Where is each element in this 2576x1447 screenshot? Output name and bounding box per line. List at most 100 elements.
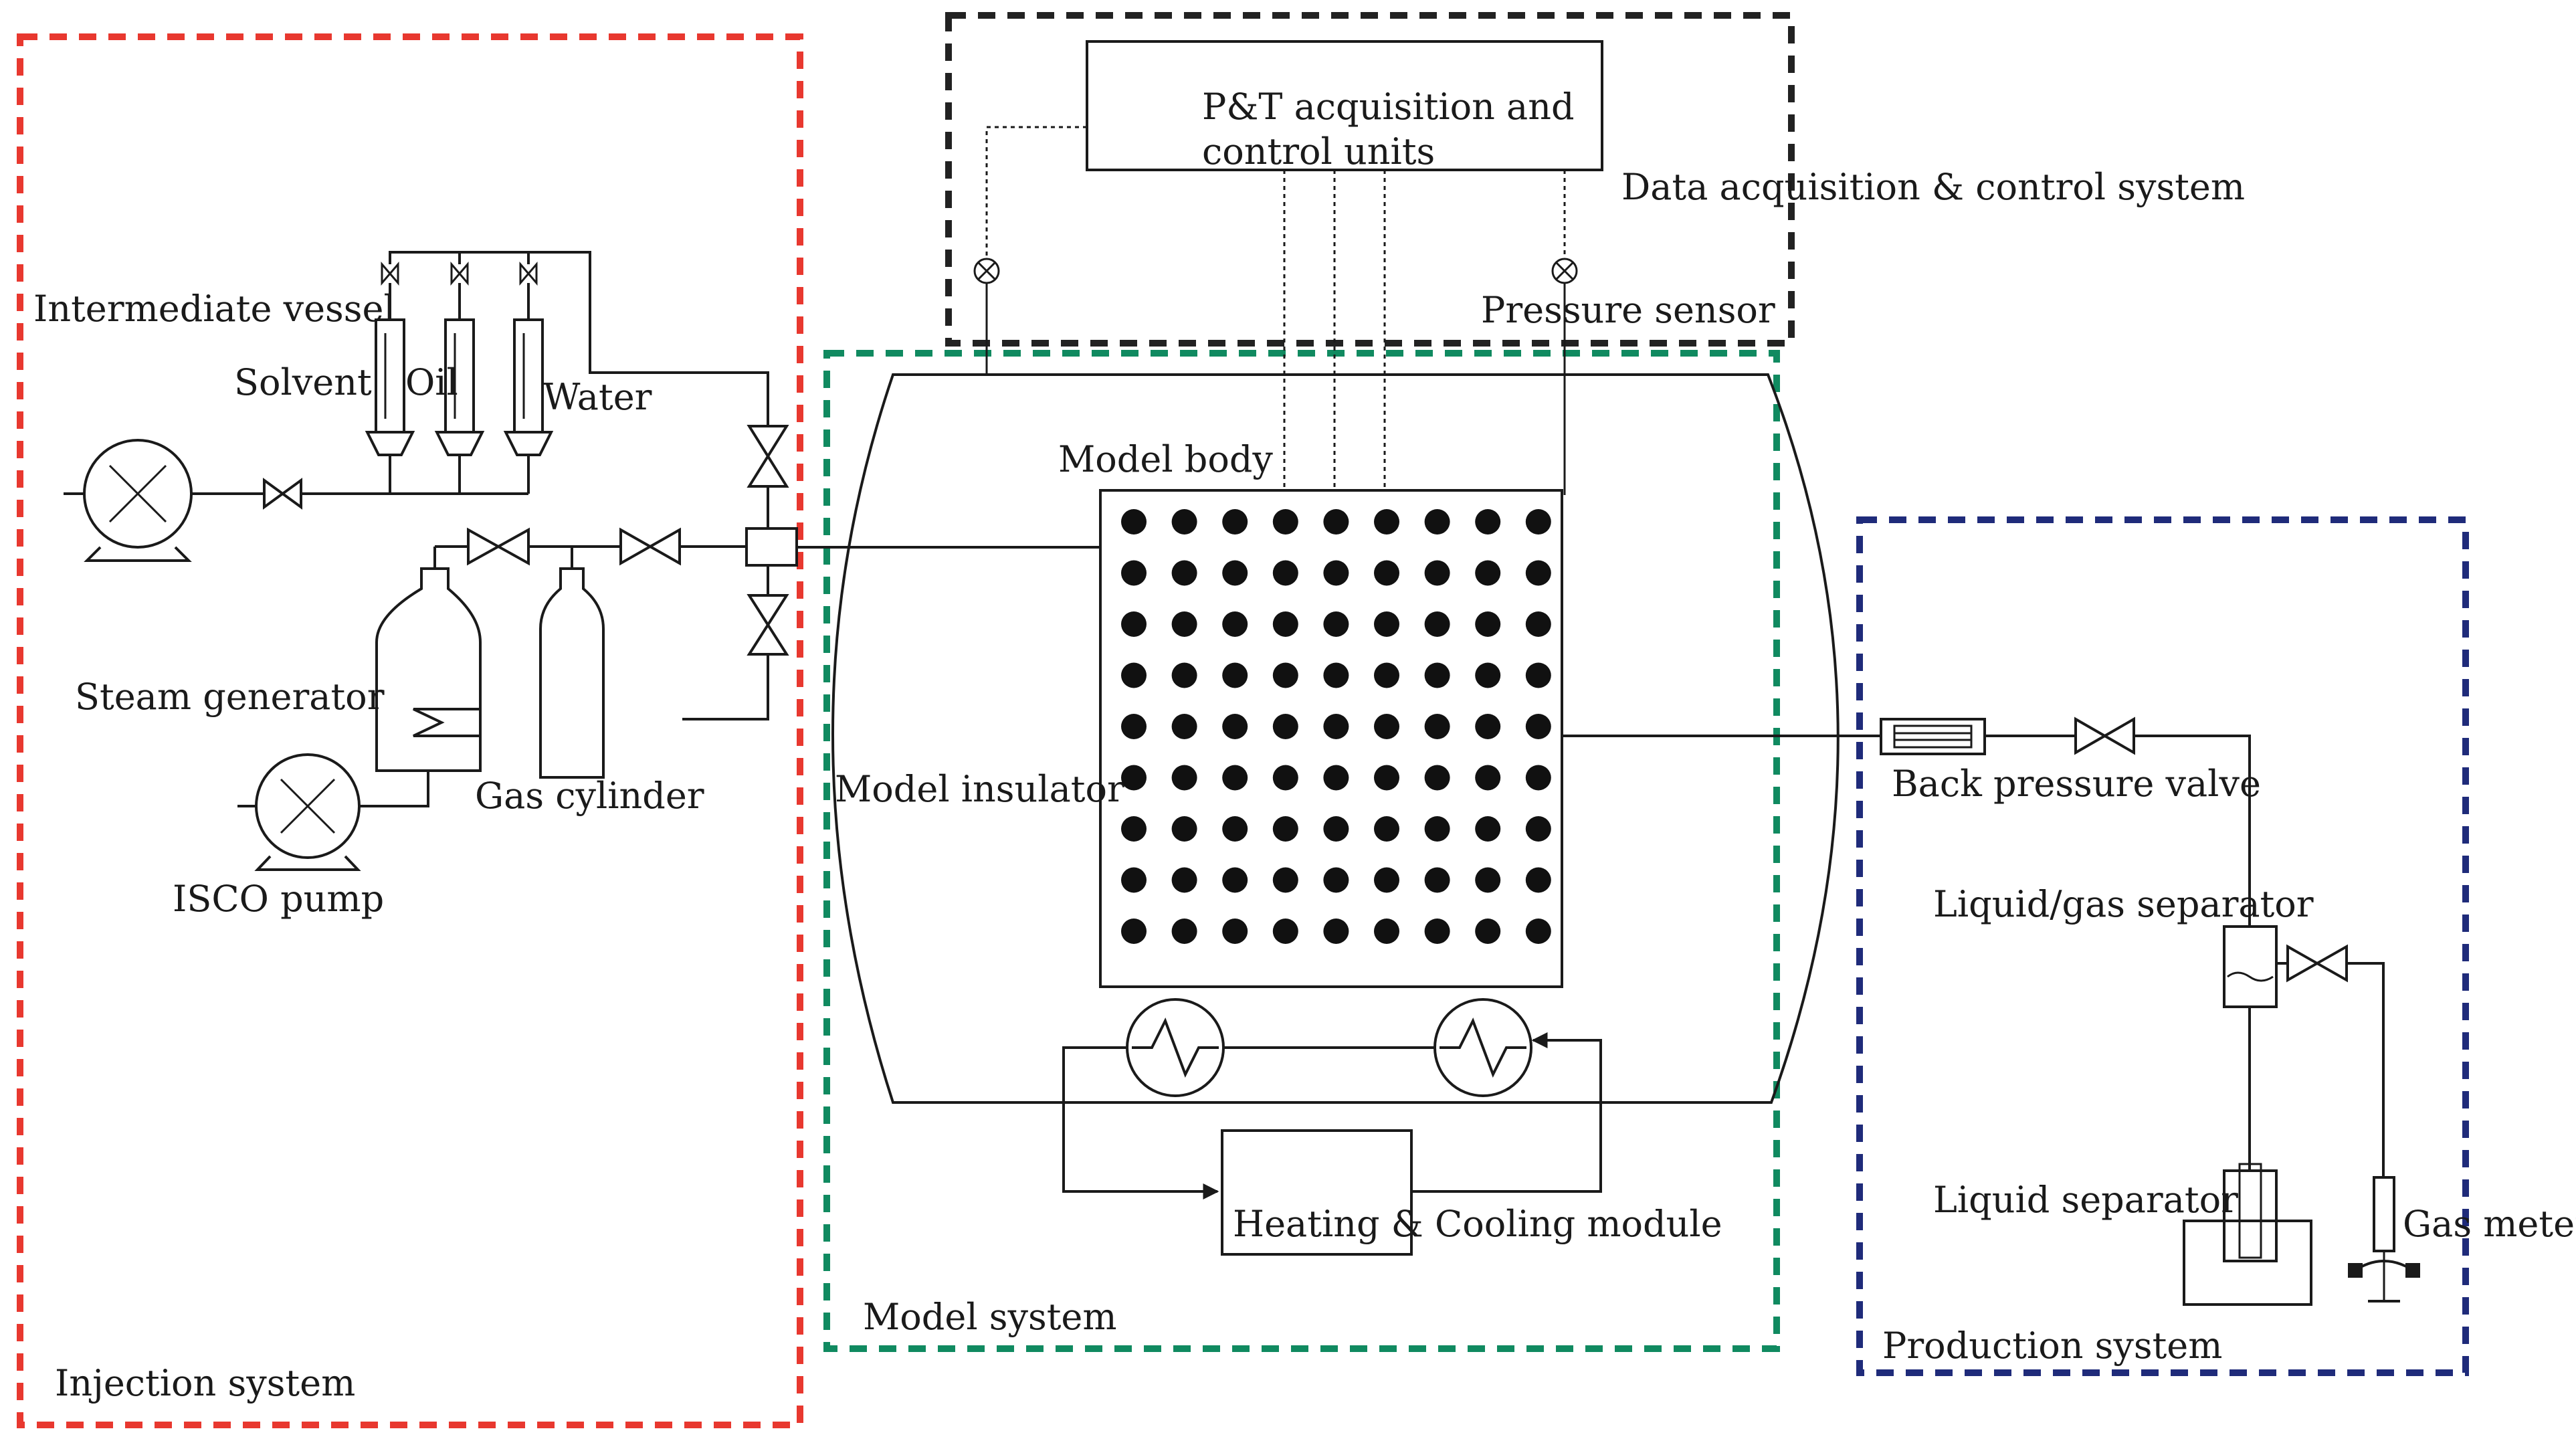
temperature-sensor-point (1171, 765, 1197, 791)
temperature-sensor-point (1424, 560, 1450, 586)
valve-icon (467, 527, 530, 566)
temperature-sensor-point (1374, 611, 1399, 637)
oil-label: Oil (405, 361, 458, 403)
vessel-header-line (389, 251, 769, 426)
temperature-sensor-point (1424, 867, 1450, 893)
heat-exchanger-icon (1126, 998, 1225, 1097)
temperature-sensor-point (1525, 560, 1551, 586)
intermediate-vessel-oil (434, 294, 485, 456)
temperature-sensor-point (1222, 816, 1248, 842)
data-system-label: Data acquisition & control system (1621, 166, 2245, 208)
model-insulator-label: Model insulator (835, 768, 1124, 810)
temperature-sensor-point (1121, 816, 1147, 842)
temperature-sensor-point (1323, 509, 1349, 535)
intermediate-vessel-solvent (365, 294, 415, 456)
valve-icon (2286, 944, 2348, 983)
temperature-sensor-point (1525, 765, 1551, 791)
temperature-sensor-point (1475, 509, 1501, 535)
temperature-sensor-point (1222, 560, 1248, 586)
steam-generator (375, 567, 482, 772)
heating-cooling-label: Heating & Cooling module (1233, 1203, 1722, 1245)
temperature-sensor-point (1525, 816, 1551, 842)
sensor-icon (973, 258, 1000, 284)
temperature-sensor-point (1374, 816, 1399, 842)
isco-pump-outlet (359, 771, 429, 807)
temperature-sensor-point (1475, 919, 1501, 944)
temperature-sensor-point (1272, 765, 1298, 791)
temperature-sensor-point (1171, 662, 1197, 688)
temperature-sensor-point (1171, 867, 1197, 893)
temperature-sensor-point (1171, 560, 1197, 586)
sensor-grid (1121, 509, 1551, 944)
temperature-sensor-point (1121, 714, 1147, 739)
temperature-sensor-point (1222, 714, 1248, 739)
temperature-sensor-point (1374, 714, 1399, 739)
temperature-sensor-point (1475, 867, 1501, 893)
temperature-sensor-point (1171, 714, 1197, 739)
solvent-label: Solvent (234, 361, 372, 403)
temperature-sensor-point (1525, 867, 1551, 893)
temperature-sensor-point (1323, 867, 1349, 893)
temperature-sensor-point (1121, 611, 1147, 637)
temperature-sensor-point (1374, 919, 1399, 944)
temperature-sensor-point (1475, 816, 1501, 842)
temperature-sensor-point (1121, 867, 1147, 893)
temperature-sensor-point (1323, 816, 1349, 842)
temperature-sensor-point (1525, 509, 1551, 535)
data-system-boundary (945, 12, 1795, 347)
gas-cylinder (539, 567, 605, 779)
liquid-separator-label: Liquid separator (1933, 1179, 2238, 1221)
pt-units-label-1: P&T acquisition and (1202, 86, 1575, 128)
temperature-sensor-point (1374, 765, 1399, 791)
valve-icon (619, 527, 681, 566)
temperature-sensor-point (1171, 509, 1197, 535)
temperature-sensor-point (1272, 919, 1298, 944)
temperature-sensor-point (1475, 611, 1501, 637)
temperature-sensor-point (1525, 662, 1551, 688)
coil-icon (413, 708, 480, 737)
temperature-sensor-point (1121, 765, 1147, 791)
model-system-boundary (823, 350, 1780, 1352)
temperature-sensor-point (1424, 509, 1450, 535)
temperature-sensor-point (1121, 509, 1147, 535)
temperature-sensor-point (1272, 560, 1298, 586)
temperature-sensor-point (1525, 611, 1551, 637)
temperature-sensor-point (1374, 662, 1399, 688)
gas-cylinder-label: Gas cylinder (475, 775, 704, 817)
temperature-sensor-point (1424, 919, 1450, 944)
temperature-sensor-point (1323, 765, 1349, 791)
heat-exchanger-icon (1433, 998, 1532, 1097)
intermediate-vessel-label: Intermediate vessel (33, 288, 395, 330)
pump-icon (254, 753, 361, 871)
temperature-sensor-point (1525, 714, 1551, 739)
valve-icon (263, 478, 302, 510)
temperature-sensor-point (1475, 714, 1501, 739)
temperature-sensor-point (1424, 765, 1450, 791)
temperature-sensor-point (1323, 611, 1349, 637)
temperature-sensor-point (1272, 714, 1298, 739)
temperature-sensor-point (1222, 919, 1248, 944)
temperature-sensor-point (1121, 560, 1147, 586)
signal-line-left (985, 126, 1087, 259)
valve-icon (747, 425, 789, 488)
temperature-sensor-point (1323, 662, 1349, 688)
temperature-sensor-point (1525, 919, 1551, 944)
temperature-sensor-point (1424, 611, 1450, 637)
temperature-sensor-point (1171, 816, 1197, 842)
model-insulator-vessel (831, 373, 1840, 1104)
gas-meter (2348, 1176, 2420, 1303)
temperature-sensor-point (1374, 509, 1399, 535)
liquid-separator (2183, 1163, 2312, 1306)
temperature-sensor-point (1475, 765, 1501, 791)
back-pressure-valve-label: Back pressure valve (1892, 763, 2261, 805)
temperature-sensor-point (1374, 560, 1399, 586)
coolant-supply-line (1411, 1032, 1602, 1193)
gas-meter-label: Gas meter (2403, 1203, 2576, 1245)
production-system-label: Production system (1882, 1325, 2222, 1367)
temperature-sensor-point (1222, 765, 1248, 791)
temperature-sensor-point (1121, 662, 1147, 688)
injection-port-block (745, 527, 798, 567)
model-body (1099, 489, 1563, 988)
